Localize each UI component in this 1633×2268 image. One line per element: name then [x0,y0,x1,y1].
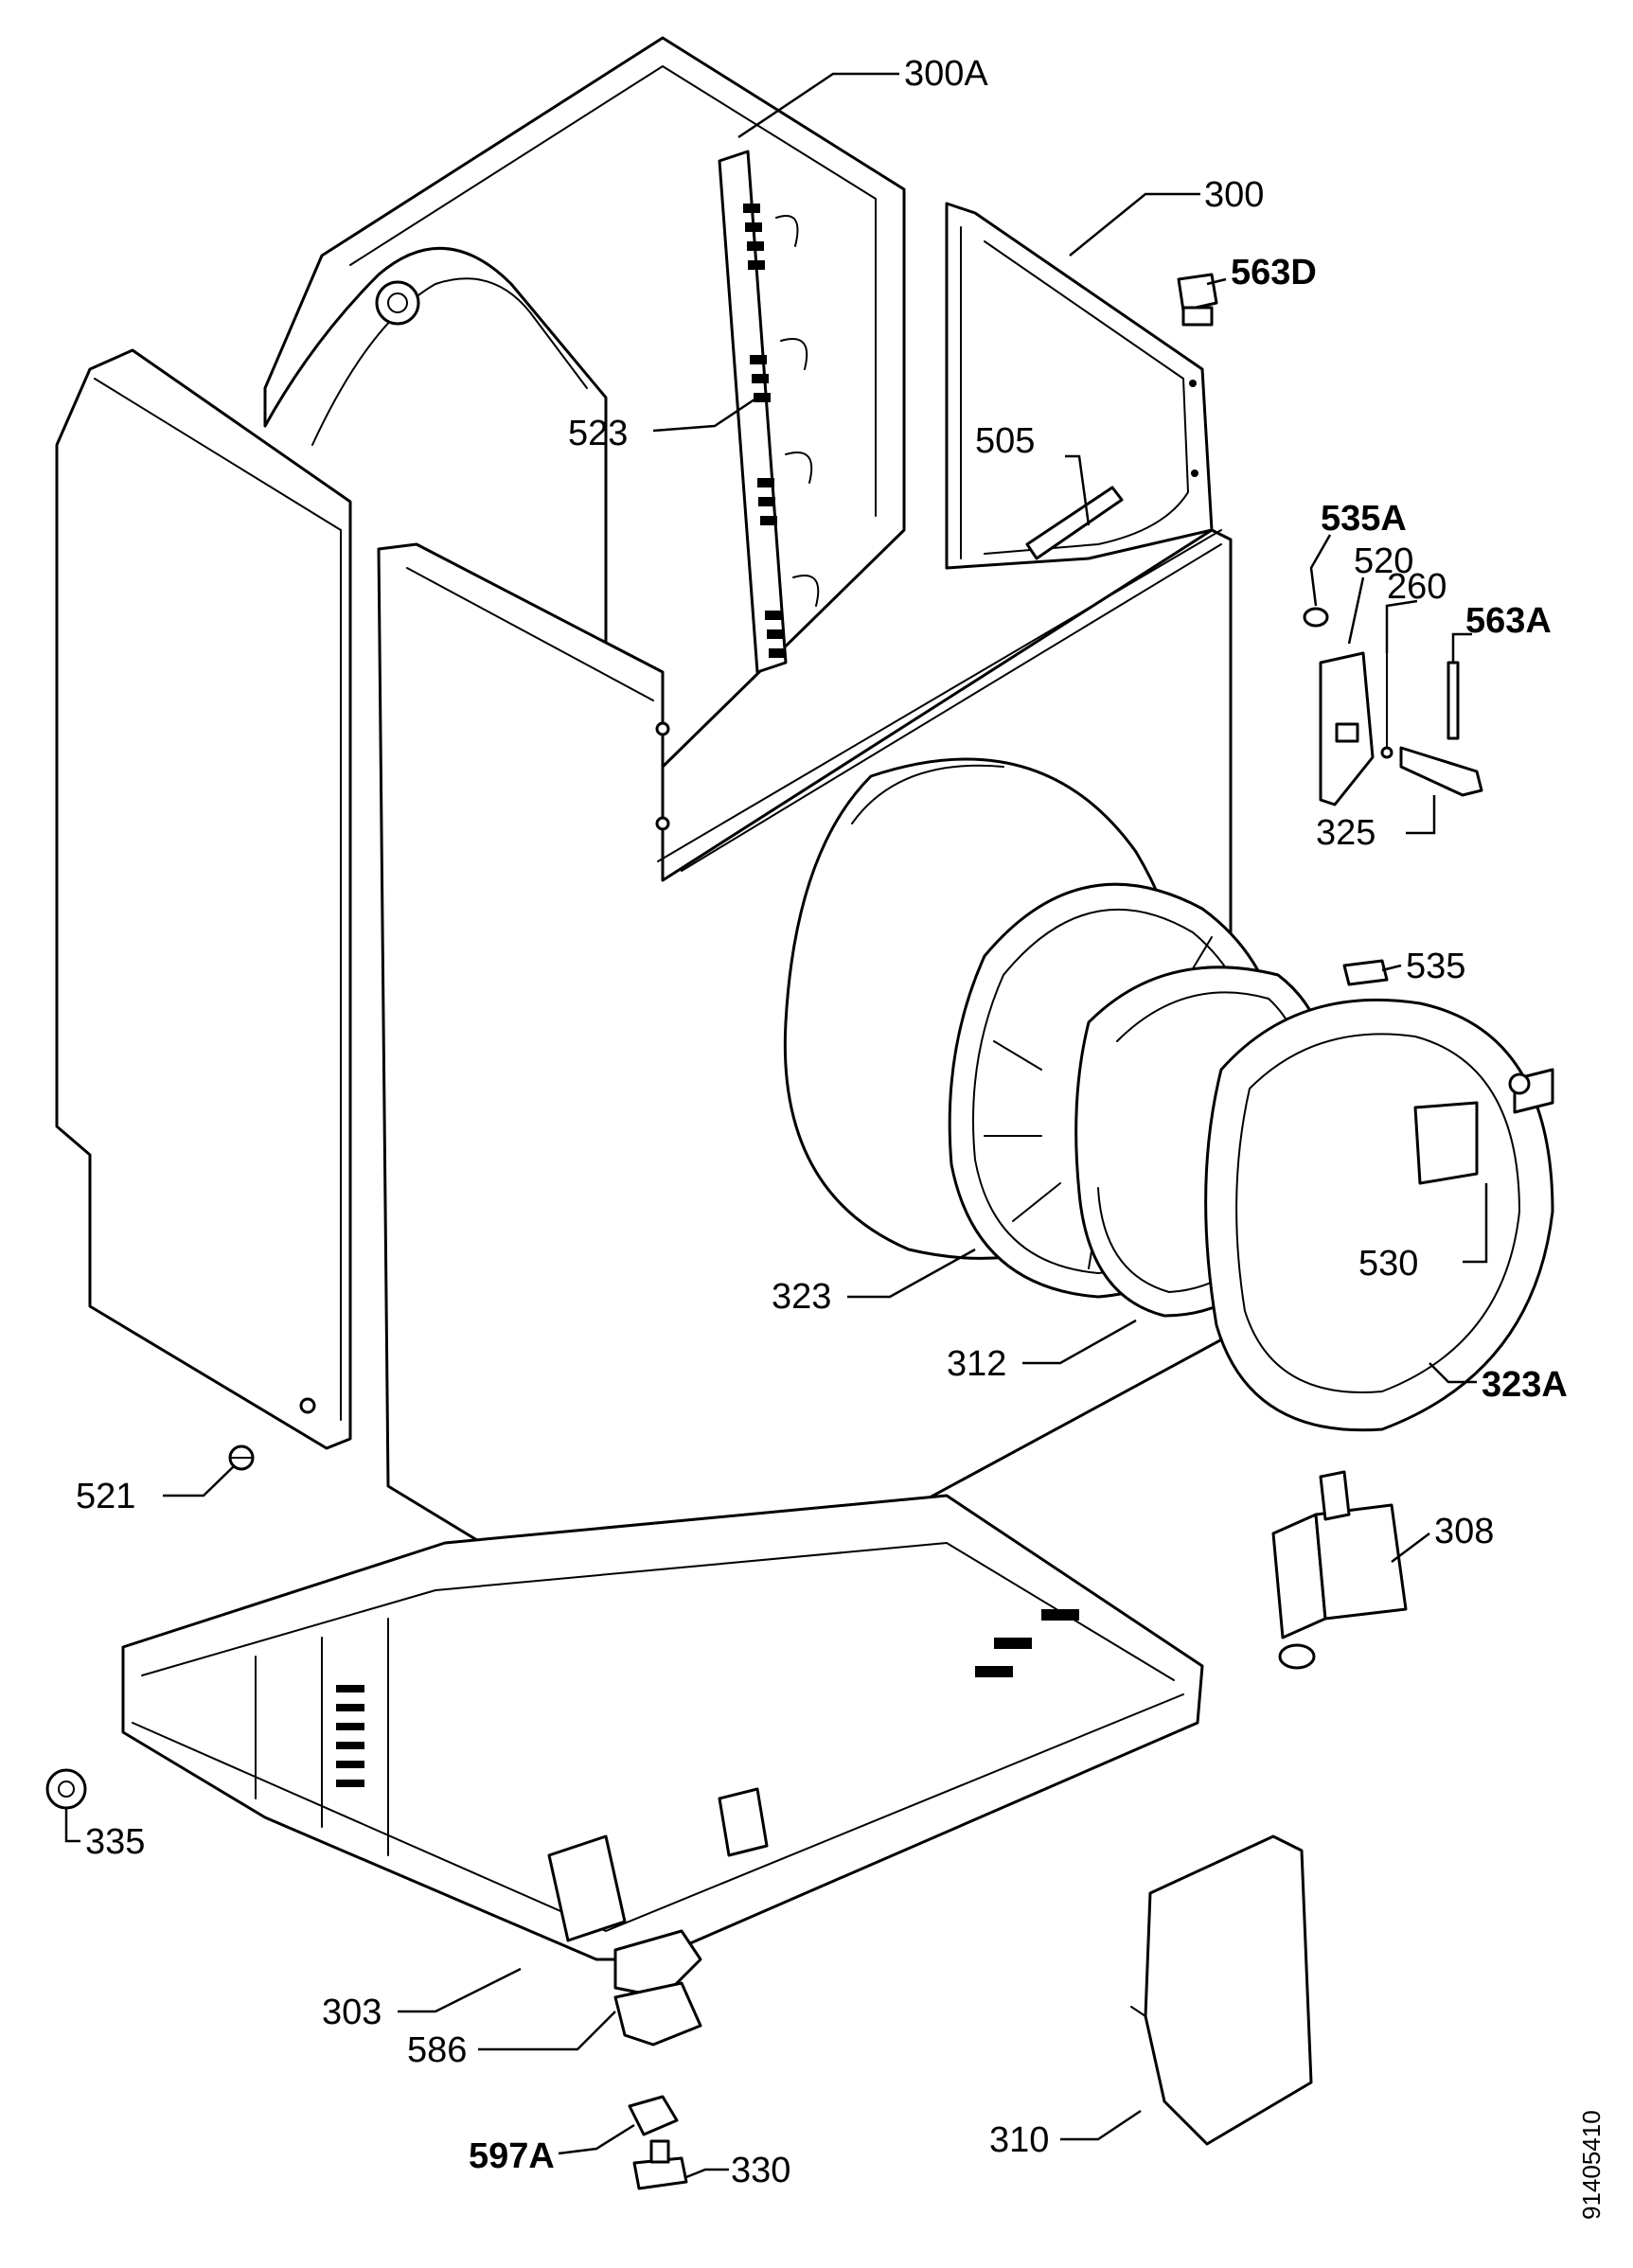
callout-300: 300 [1204,175,1264,215]
callout-597A: 597A [469,2136,555,2176]
callout-325: 325 [1316,813,1376,853]
part-335-nut [45,1768,87,1810]
callout-505: 505 [975,421,1035,461]
callout-300A-number: 300A [904,54,988,94]
leader-lines [64,72,1488,2179]
part-330-foot [632,2139,688,2190]
callout-563D: 563D [1231,253,1317,292]
left-side-panel [55,348,352,1450]
part-325-hook [1399,746,1483,797]
part-520-lever [1319,651,1375,806]
callout-308: 308 [1434,1512,1494,1551]
callout-563A: 563A [1465,601,1552,641]
callout-535A: 535A [1321,499,1407,539]
door-323A [1204,998,1554,1432]
part-505-rod [1025,486,1124,560]
callout-323: 323 [772,1277,831,1317]
callout-586: 586 [407,2030,467,2070]
callout-523: 523 [568,414,628,453]
rear-frame-300A [263,36,906,769]
callout-530: 530 [1358,1244,1418,1284]
part-535-pin [1342,959,1389,986]
callout-330: 330 [731,2151,790,2190]
callout-521: 521 [76,1477,135,1516]
callout-323A: 323A [1482,1365,1568,1405]
part-597A-nut [628,2095,679,2136]
base-frame-303 [121,1494,1204,1999]
drawing-code: 91405410 [1577,2110,1606,2220]
part-563A-pin [1447,661,1460,740]
part-586-foot [613,1981,702,2047]
part-310-flap [1130,1834,1313,2146]
callout-535: 535 [1406,947,1465,986]
callout-520: 520 [1354,541,1413,581]
callout-260: 260 [1387,567,1447,607]
callout-303: 303 [322,1993,382,2032]
callout-335: 335 [85,1822,145,1862]
part-308-hinge [1271,1470,1408,1670]
part-535A [1303,607,1329,628]
part-260-spring [1380,652,1393,759]
callout-310: 310 [989,2120,1049,2160]
callout-312: 312 [947,1344,1006,1384]
part-521-screw [228,1444,255,1471]
